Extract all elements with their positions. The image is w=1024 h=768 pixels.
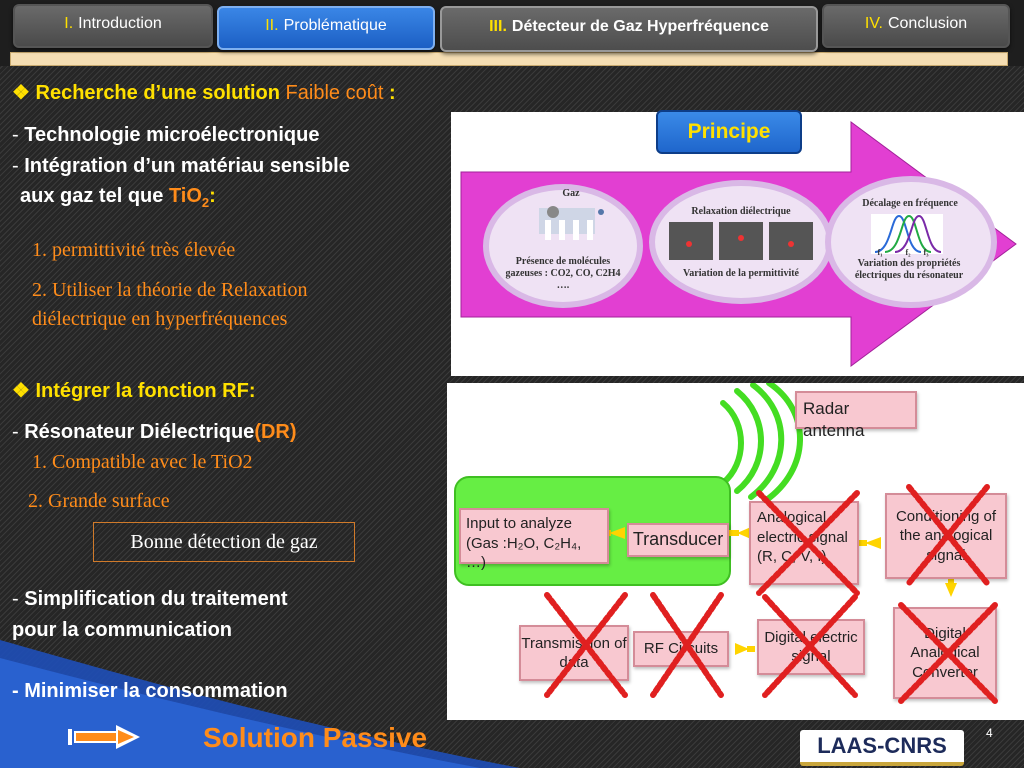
diamond-bullet-icon: ❖ [12, 82, 30, 104]
section1-item2-cont: aux gaz tel que TiO2: [20, 185, 216, 210]
tab-conclusion[interactable]: IV. Conclusion [822, 4, 1010, 48]
rf-panel: Radar antenna Input to analyze (Gas :H₂O… [447, 383, 1024, 720]
tab-problematique[interactable]: II. Problématique [217, 6, 435, 50]
principe-button[interactable]: Principe [656, 110, 802, 154]
section1-item1: - Technologie microélectronique [12, 124, 320, 146]
relax-title: Relaxation diélectrique [691, 206, 791, 217]
section1-sub2b: diélectrique en hyperfréquences [32, 308, 288, 330]
decal-f1: f₁ [877, 248, 883, 257]
tab-label: Introduction [78, 15, 162, 32]
gaz-text: Présence de molécules gazeuses : CO2, CO… [505, 256, 621, 291]
highlight-box: Bonne détection de gaz [93, 522, 355, 562]
relax-text: Variation de la permittivité [682, 268, 799, 279]
section2-item2-cont: pour la communication [12, 619, 233, 641]
diamond-bullet-icon: ❖ [12, 380, 30, 402]
decal-text: Variation des propriétés électriques du … [854, 258, 964, 281]
tab-number: III. [489, 18, 507, 35]
tab-label: Conclusion [887, 15, 968, 32]
solution-passive: Solution Passive [203, 722, 428, 753]
tab-introduction[interactable]: I. Introduction [13, 4, 213, 48]
rf-circuits-box: RF Circuits [633, 631, 729, 667]
section2-sub2: 2. Grande surface [28, 490, 170, 512]
gas-tubes-icon [539, 206, 604, 240]
section1-item2: - Intégration d’un matériau sensible [12, 155, 350, 177]
input-box: Input to analyze (Gas :H₂O, C₂H₄, …) [459, 508, 609, 571]
section2-sub1: 1. Compatible avec le TiO2 [32, 451, 253, 473]
radar-antenna-label: Radar antenna [795, 391, 917, 440]
section2-item1: - Résonateur Diélectrique(DR) [12, 421, 297, 443]
section2-heading: ❖ Intégrer la fonction RF: [12, 380, 256, 402]
tab-number: IV. [864, 15, 883, 32]
antenna-waves-icon [720, 383, 803, 504]
tab-detecteur[interactable]: III. Détecteur de Gaz Hyperfréquence [440, 6, 818, 52]
section2-item3: - Minimiser la consommation [12, 680, 288, 702]
section1-heading: ❖ Recherche d’une solution Faible coût : [12, 82, 396, 104]
decal-f2: f₂ [905, 248, 911, 257]
digital-signal-box: Digital electric signal [757, 619, 865, 675]
tab-label: Problématique [283, 17, 387, 34]
frequency-shift-icon [871, 214, 943, 254]
nav-strip [10, 52, 1008, 66]
tab-label: Détecteur de Gaz Hyperfréquence [511, 18, 769, 35]
decal-title: Décalage en fréquence [862, 198, 958, 209]
tab-number: II. [265, 17, 279, 34]
conditioning-box: Conditioning of the analogical signal [885, 493, 1007, 579]
transmission-box: Transmission of data [519, 625, 629, 681]
laas-cnrs-logo: LAAS-CNRS [800, 730, 964, 766]
section1-sub2a: 2. Utiliser la théorie de Relaxation [32, 279, 308, 301]
page-number: 4 [986, 726, 993, 740]
decal-f3: f₃ [923, 248, 929, 257]
section2-item2: - Simplification du traitement [12, 588, 288, 610]
transducer-box: Transducer [627, 523, 729, 557]
tio2-formula: TiO2 [168, 185, 210, 210]
analogical-box: Analogical electric signal (R, C, V, I) [749, 501, 859, 585]
section1-sub1: 1. permittivité très élevée [32, 239, 236, 261]
gaz-title: Gaz [562, 188, 580, 199]
tab-number: I. [64, 15, 74, 32]
converter-box: Digital Analogical Converter [893, 607, 997, 699]
arrow-right-icon [68, 725, 140, 749]
relaxation-images [669, 222, 813, 260]
principe-panel: Gaz Présence de molécules gazeuses : CO2… [451, 112, 1024, 376]
